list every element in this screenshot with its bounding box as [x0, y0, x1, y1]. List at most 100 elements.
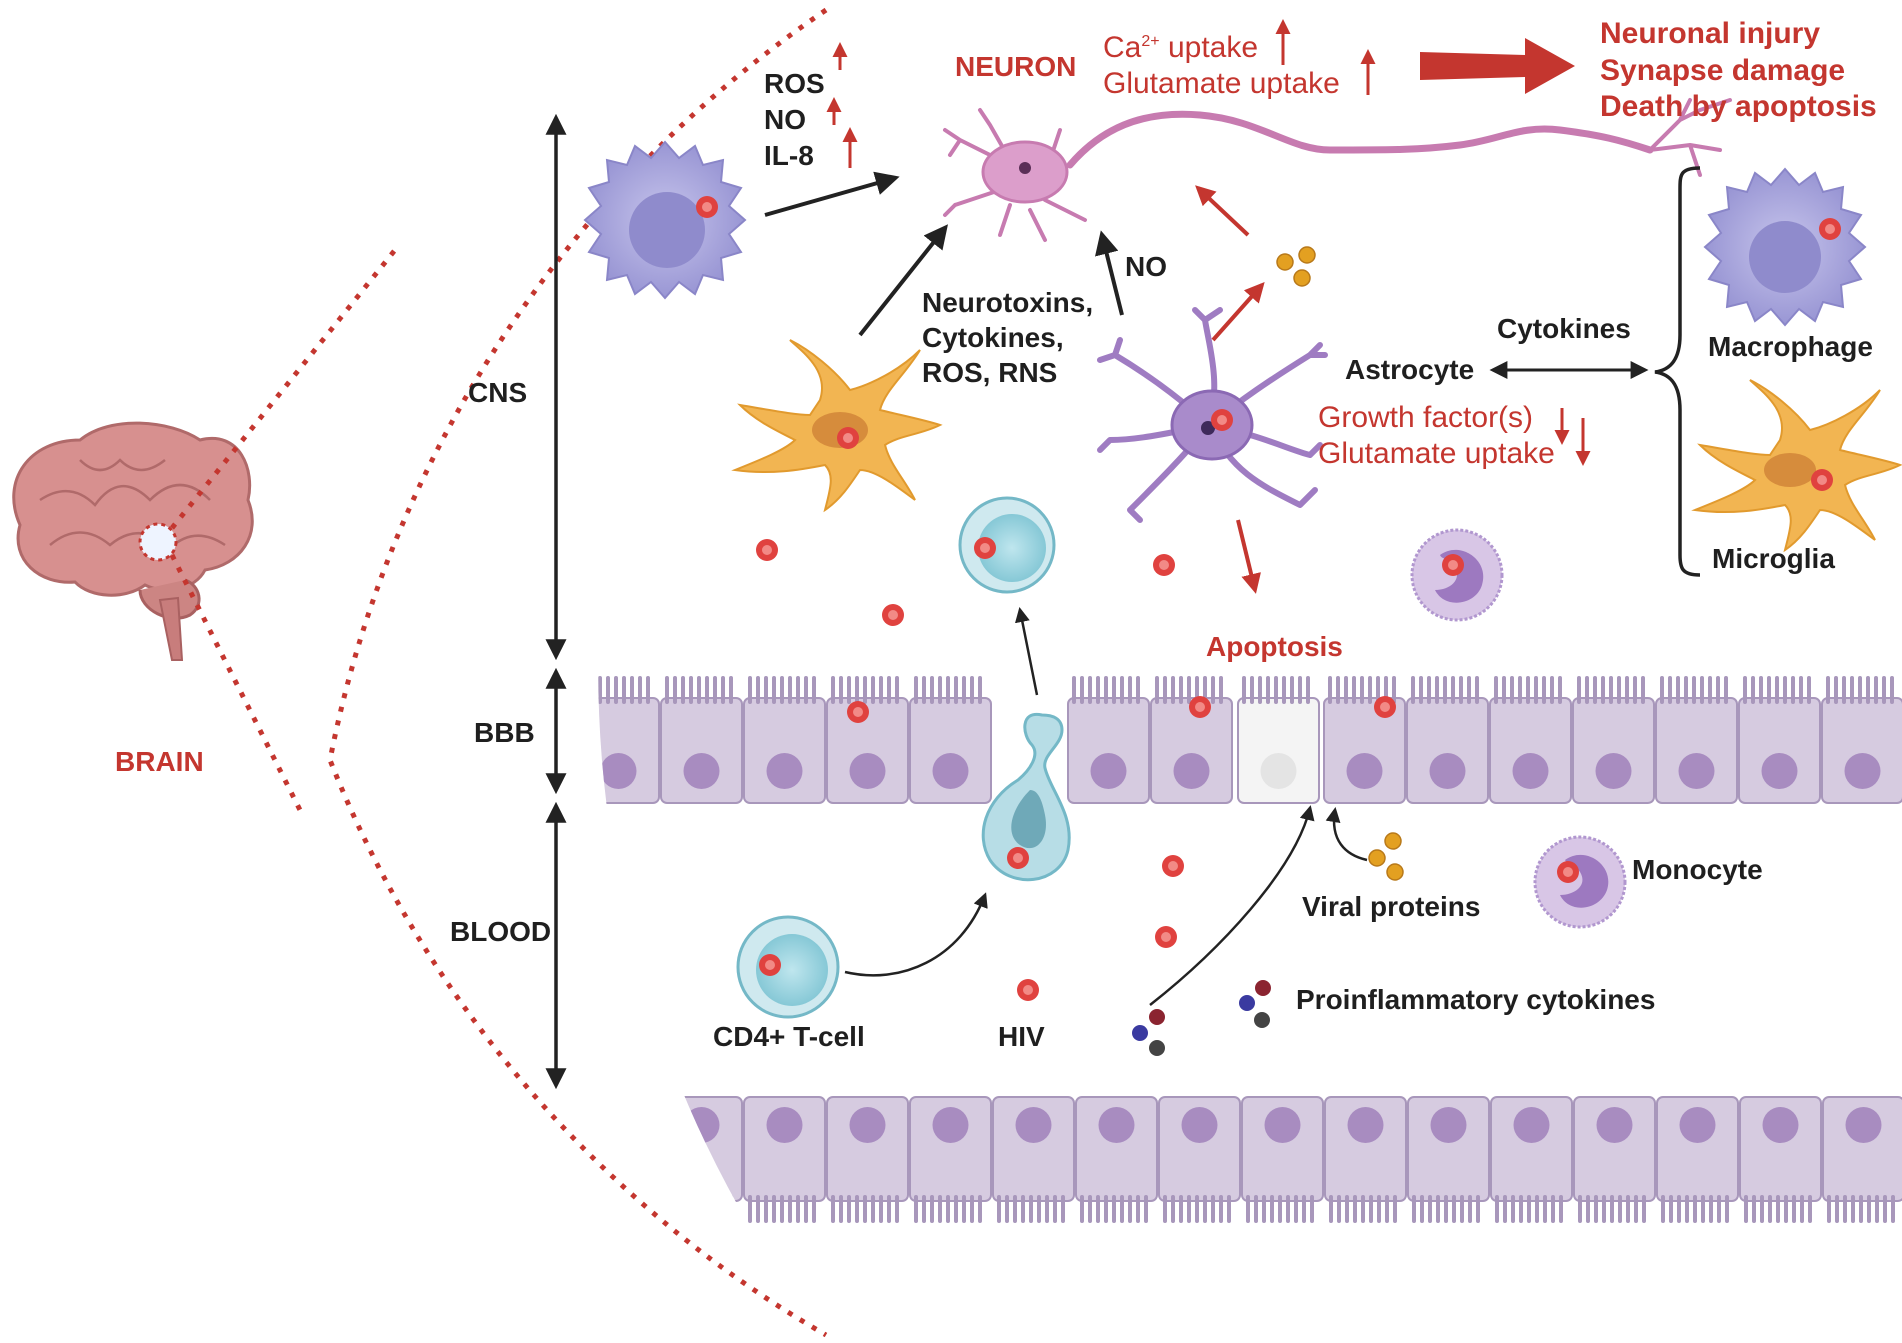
cytokine-dot: [1149, 1009, 1165, 1025]
viral-proteins-damage-bbb-arrow: [1325, 807, 1368, 862]
astrocyte-cell: [1097, 307, 1328, 523]
brain-folds: [39, 458, 226, 550]
endothelial-microvilli: [914, 1195, 982, 1223]
endothelial-microvilli: [997, 1195, 1065, 1223]
bbb-endothelial-cell: [1572, 676, 1655, 804]
bbb-endothelial-cell: [1150, 676, 1233, 804]
proteins-to-neuron-arrow: [1195, 185, 1250, 237]
viral-protein-dot: [1276, 253, 1294, 271]
viral-protein-dot: [1293, 269, 1311, 287]
vessel-endothelial-cell: [1656, 1096, 1739, 1223]
calcium-symbol: Ca: [1103, 31, 1142, 64]
endothelial-microvilli: [1155, 676, 1223, 704]
vessel-endothelial-cell: [598, 1096, 660, 1223]
bbb-endothelial-cell: [1821, 676, 1902, 804]
legend-macrophage-cell: [1703, 167, 1867, 327]
black-flow-arrows: [764, 171, 1649, 1006]
endothelial-nucleus: [1090, 753, 1127, 789]
hiv-virion: [1211, 409, 1233, 431]
mediator-cytokines: Cytokines,: [922, 322, 1064, 353]
bbb-endothelial-cell: [660, 676, 743, 804]
endothelial-nucleus: [849, 753, 886, 789]
blood-monocyte: [1533, 835, 1627, 929]
proinflammatory-cytokine-dots: [1132, 980, 1271, 1056]
endothelial-microvilli: [748, 676, 816, 704]
macrophage-nucleus: [629, 192, 705, 268]
endothelial-cell-body: [1406, 697, 1489, 804]
vessel-endothelial-cell: [909, 1096, 992, 1223]
hiv-label: HIV: [998, 1021, 1045, 1052]
brain-cortex: [12, 421, 254, 597]
endothelial-microvilli: [1494, 676, 1562, 704]
endothelial-cell-body: [1158, 1096, 1241, 1202]
tcell-nucleus: [756, 934, 828, 1006]
mediator-no: NO: [764, 103, 806, 135]
calcium-charge: 2+: [1141, 33, 1160, 50]
endothelial-cell-body: [1822, 1096, 1902, 1202]
endothelial-cell-body: [1738, 697, 1821, 804]
cns-macrophage-cell: [583, 140, 747, 300]
endothelial-cell-body: [909, 697, 992, 804]
endothelial-microvilli: [1827, 1195, 1895, 1223]
mediator-ros: ROS: [764, 68, 825, 99]
endothelial-nucleus: [766, 1107, 803, 1143]
endothelial-nucleus: [1678, 753, 1715, 789]
endothelial-cell-body: [1572, 697, 1655, 804]
vessel-endothelial-cell: [743, 1096, 826, 1223]
monocyte-nucleus: [1560, 854, 1609, 908]
endothelial-nucleus: [849, 1107, 886, 1143]
bbb-endothelial-cell: [909, 676, 992, 804]
apoptosis-label: Apoptosis: [1206, 631, 1343, 662]
endothelial-cell-body: [743, 697, 826, 804]
endothelial-microvilli: [1743, 676, 1811, 704]
endothelial-microvilli: [1411, 676, 1479, 704]
astrocyte-releases-proteins-arrow: [1211, 282, 1265, 342]
bbb-apoptotic-cell: [1237, 676, 1320, 804]
endothelial-nucleus: [1430, 1107, 1467, 1143]
hiv-virion: [974, 537, 996, 559]
free-hiv-virions: [756, 539, 1184, 1001]
hiv-virion: [1153, 554, 1175, 576]
vessel-endothelial-cell: [1490, 1096, 1573, 1223]
endothelial-microvilli: [1163, 1195, 1231, 1223]
hiv-virion: [1162, 855, 1184, 877]
hiv-virion: [1557, 861, 1579, 883]
astrocyte-nucleus: [1201, 421, 1215, 435]
cns-monocyte: [1410, 528, 1504, 622]
mediator-neurotoxins: Neurotoxins,: [922, 287, 1094, 318]
endothelial-microvilli: [598, 676, 650, 704]
endothelial-nucleus: [600, 753, 637, 789]
microglia-legend-label: Microglia: [1712, 543, 1835, 574]
viral-protein-dot: [1298, 246, 1316, 264]
growth-factor-label: Growth factor(s): [1318, 401, 1534, 434]
brain-stem: [158, 596, 184, 661]
bbb-endothelial-layer: [598, 676, 1902, 804]
vessel-endothelial-cell: [1739, 1096, 1822, 1223]
endothelial-nucleus: [1346, 753, 1383, 789]
neuron-cell: [943, 98, 1732, 242]
vessel-endothelial-cell: [1573, 1096, 1656, 1223]
astrocyte-glutamate-uptake-label: Glutamate uptake: [1318, 437, 1555, 470]
hiv-virion: [837, 427, 859, 449]
endothelial-nucleus: [1181, 1107, 1218, 1143]
endothelial-nucleus: [1173, 753, 1210, 789]
endothelial-microvilli: [1328, 676, 1396, 704]
hiv-virion: [759, 954, 781, 976]
endothelial-cell-body: [598, 1096, 660, 1202]
vessel-endothelial-cell: [1407, 1096, 1490, 1223]
hiv-virion: [1155, 926, 1177, 948]
endothelial-cell-body: [1489, 697, 1572, 804]
outcome-list: Neuronal injury Synapse damage Death by …: [1600, 16, 1877, 126]
blood-label: BLOOD: [450, 916, 552, 947]
hiv-virion: [1017, 979, 1039, 1001]
endothelial-nucleus: [766, 753, 803, 789]
astrocyte-apoptosis-arrow: [1236, 519, 1261, 594]
endothelial-nucleus: [683, 753, 720, 789]
zoom-indicator: [169, 7, 828, 1338]
endothelial-nucleus: [683, 1107, 720, 1143]
endothelial-cell-body: [826, 697, 909, 804]
endothelial-microvilli: [1578, 1195, 1646, 1223]
microglia-mediator-list: Neurotoxins, Cytokines, ROS, RNS: [922, 285, 1093, 390]
tcell-nucleus: [978, 514, 1046, 582]
